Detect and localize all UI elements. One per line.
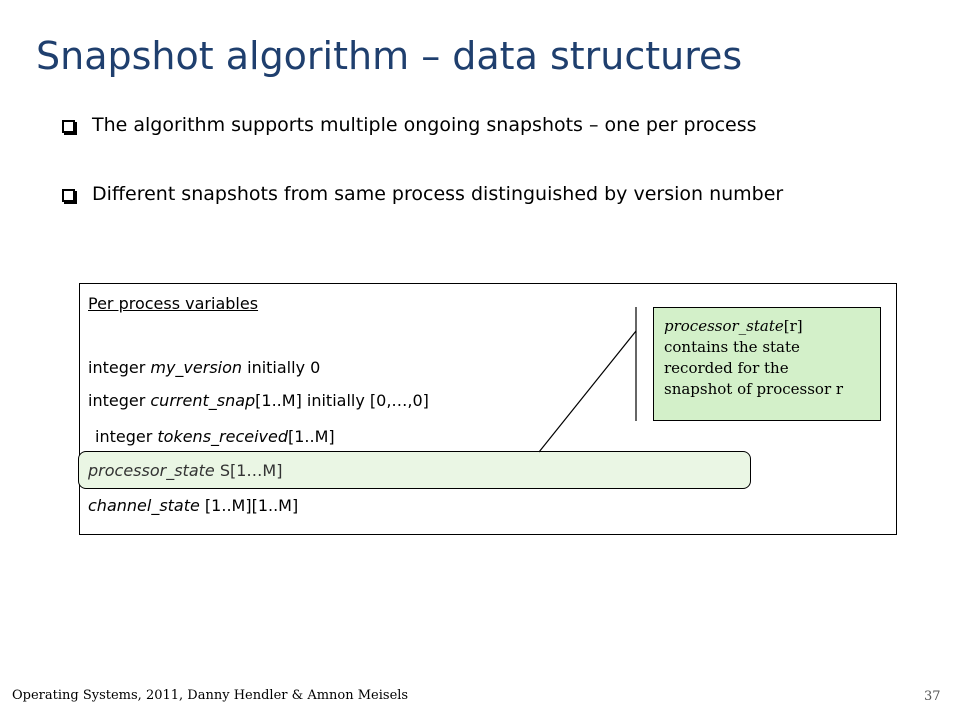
var-type: integer [88, 358, 151, 377]
var-name: current_snap [150, 391, 256, 410]
var-channel-state: channel_state [1..M][1..M] [88, 496, 298, 515]
callout-line: contains the state [664, 338, 800, 356]
var-name: processor_state [88, 461, 215, 480]
var-suffix: [1..M] [288, 427, 335, 446]
var-current-snap: integer current_snap[1..M] initially [0,… [88, 391, 429, 410]
callout-term-suffix: [r] [783, 317, 803, 335]
callout-pointer-line [538, 330, 637, 453]
page-number: 37 [924, 689, 941, 704]
checkbox-bullet-icon [62, 119, 75, 133]
bullet-item: The algorithm supports multiple ongoing … [62, 114, 757, 136]
processor-state-highlight [78, 451, 751, 489]
callout-term: processor_state [664, 317, 784, 335]
callout-line: recorded for the [664, 359, 789, 377]
var-suffix: [1..M] initially [0,…,0] [255, 391, 429, 410]
bullet-text: The algorithm supports multiple ongoing … [92, 114, 757, 136]
callout-line: snapshot of processor r [664, 380, 844, 398]
callout-line: processor_state[r] [664, 316, 870, 337]
slide-title: Snapshot algorithm – data structures [36, 34, 743, 78]
var-tokens-received: integer tokens_received[1..M] [95, 427, 335, 446]
footer-text: Operating Systems, 2011, Danny Hendler &… [12, 688, 409, 703]
var-my-version: integer my_version initially 0 [88, 358, 320, 377]
bullet-text: Different snapshots from same process di… [92, 183, 784, 205]
var-suffix: S[1…M] [214, 461, 283, 480]
var-type: integer [95, 427, 158, 446]
var-name: channel_state [88, 496, 200, 515]
var-type: integer [88, 391, 151, 410]
bullet-item: Different snapshots from same process di… [62, 183, 783, 205]
checkbox-bullet-icon [62, 188, 75, 202]
var-name: my_version [150, 358, 243, 377]
var-suffix: initially 0 [242, 358, 321, 377]
var-name: tokens_received [157, 427, 288, 446]
panel-heading: Per process variables [88, 294, 259, 313]
variables-panel [79, 283, 897, 535]
var-suffix: [1..M][1..M] [199, 496, 299, 515]
var-processor-state: processor_state S[1…M] [88, 461, 282, 480]
callout-note: processor_state[r] contains the state re… [653, 307, 881, 421]
